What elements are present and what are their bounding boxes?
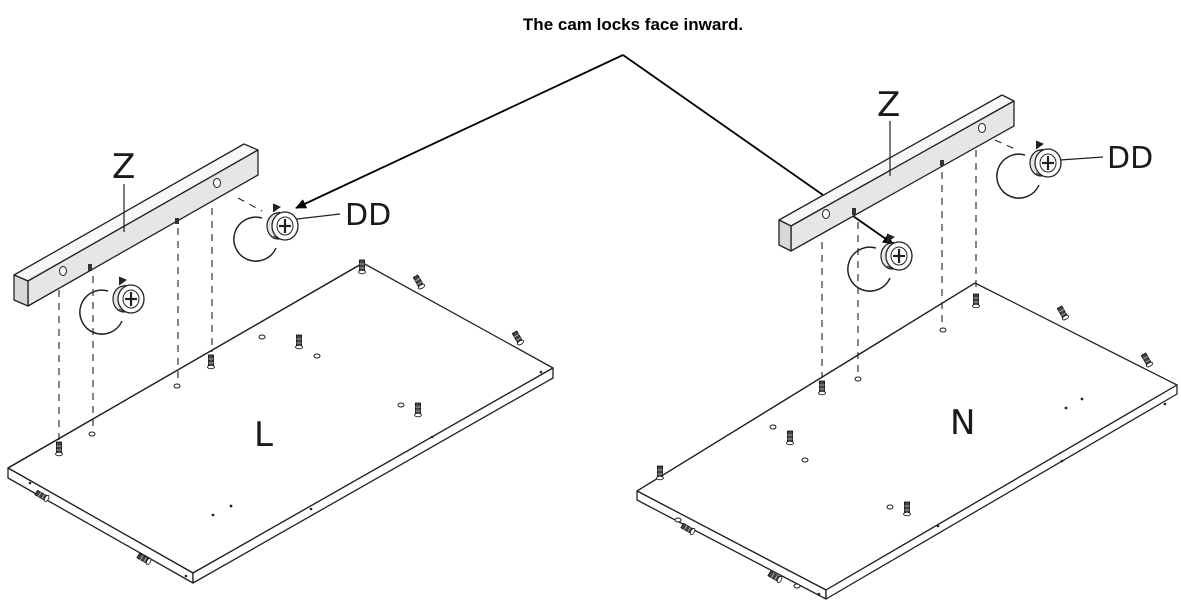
cam-lock-left-outer — [232, 202, 300, 263]
rail-z-right — [778, 94, 1015, 252]
left-assembly: Z DD L — [7, 143, 554, 584]
guides-right — [821, 139, 1018, 378]
instruction-note: The cam locks face inward. — [523, 15, 743, 34]
panel-l — [7, 259, 554, 584]
panel-label-right: N — [950, 403, 975, 443]
guides-left — [58, 197, 263, 440]
cam-lock-right-outer — [995, 139, 1063, 200]
rail-label-right: Z — [877, 85, 900, 125]
rail-label-left: Z — [112, 147, 135, 187]
right-assembly: Z DD N — [636, 85, 1178, 600]
panel-label-left: L — [254, 415, 273, 455]
arrow-to-left-cam — [295, 54, 624, 209]
cam-lock-left-inner — [78, 275, 146, 336]
panel-n — [636, 282, 1178, 600]
cam-label-right: DD — [1107, 141, 1153, 176]
rail-z-left — [13, 143, 259, 307]
cam-label-left: DD — [345, 198, 391, 233]
